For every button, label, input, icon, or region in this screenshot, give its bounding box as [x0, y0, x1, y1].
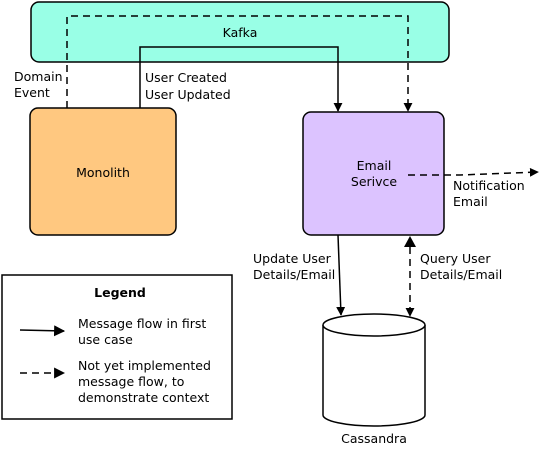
cassandra-node: Cassandra	[322, 313, 426, 446]
legend: Legend Message flow in first use case No…	[1, 274, 233, 420]
kafka-label: Kafka	[223, 25, 258, 40]
user-events-label-line1: User Created	[145, 70, 227, 85]
legend-dashed-text-line3: demonstrate context	[78, 390, 209, 405]
cassandra-body	[322, 325, 426, 427]
query-user-return-arrowhead	[404, 236, 416, 247]
email-service-node: Email Serivce	[302, 111, 445, 236]
legend-box	[1, 274, 233, 420]
update-user-flow	[336, 234, 346, 316]
kafka-node: Kafka	[30, 1, 450, 63]
legend-solid-line-sample	[19, 325, 66, 337]
notification-label-line2: Email	[453, 194, 488, 209]
cassandra-top	[322, 313, 426, 337]
legend-solid-text-line1: Message flow in first	[78, 316, 206, 331]
domain-event-label-line1: Domain	[14, 69, 63, 84]
monolith-label: Monolith	[76, 165, 130, 180]
update-user-label-line1: Update User	[253, 251, 332, 266]
monolith-box	[29, 107, 177, 236]
query-user-label-line1: Query User	[420, 251, 491, 266]
user-events-flow	[139, 46, 343, 112]
legend-solid-text-line2: use case	[78, 332, 133, 347]
update-user-label-line2: Details/Email	[253, 267, 335, 282]
domain-event-label-line2: Event	[14, 85, 50, 100]
legend-dashed-text-line2: message flow, to	[78, 374, 184, 389]
cassandra-label: Cassandra	[341, 431, 407, 446]
query-user-label-line2: Details/Email	[420, 267, 502, 282]
monolith-node: Monolith	[29, 107, 177, 236]
email-service-label-line1: Email	[357, 158, 392, 173]
notification-label-line1: Notification	[453, 178, 525, 193]
email-service-box	[302, 111, 445, 236]
notification-flow	[408, 167, 539, 177]
kafka-box	[30, 1, 450, 63]
user-events-label-line2: User Updated	[145, 87, 231, 102]
legend-title: Legend	[94, 285, 146, 300]
domain-event-flow	[66, 15, 413, 112]
email-service-label-line2: Serivce	[351, 174, 398, 189]
legend-dashed-text-line1: Not yet implemented	[78, 358, 211, 373]
